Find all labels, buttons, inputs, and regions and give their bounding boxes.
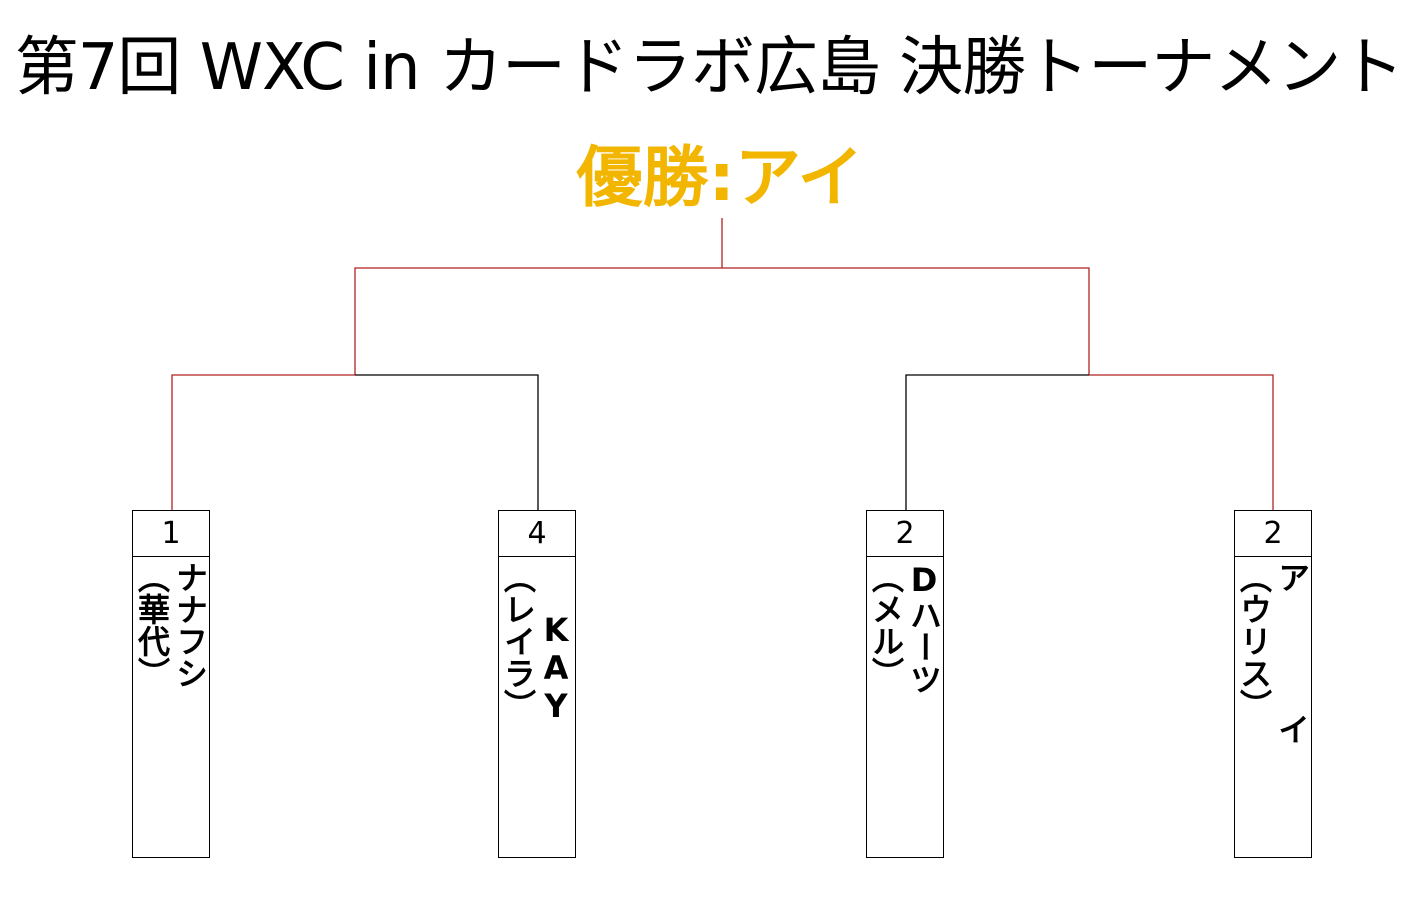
player-score: 4 — [499, 511, 575, 557]
final-line-loser — [722, 267, 1090, 375]
semi-left-loser-line — [355, 374, 539, 511]
player-card-2: 4 KAY ︵レイラ︶ — [498, 510, 576, 858]
page-title: 第7回 WXC in カードラボ広島 決勝トーナメント — [14, 31, 1405, 105]
player-team: ︵レイラ︶ — [499, 561, 537, 721]
player-card-1: 1 ナナフシ ︵華代︶ — [132, 510, 210, 858]
player-score: 1 — [133, 511, 209, 557]
player-team: ︵ウリス︶ — [1235, 561, 1273, 721]
final-line-winner — [354, 218, 723, 375]
player-team: ︵華代︶ — [133, 561, 171, 689]
player-name: ナナフシ — [171, 561, 209, 689]
player-card-3: 2 Dハーツ ︵メル︶ — [866, 510, 944, 858]
player-score: 2 — [1235, 511, 1311, 557]
player-score: 2 — [867, 511, 943, 557]
player-name: アイ — [1273, 561, 1311, 865]
semi-right-loser-line — [905, 374, 1089, 511]
player-card-4: 2 アイ ︵ウリス︶ — [1234, 510, 1312, 865]
player-name: KAY — [537, 611, 575, 725]
player-name: Dハーツ — [905, 561, 943, 695]
semi-left-winner-line — [171, 374, 355, 511]
champion-label: 優勝:アイ — [576, 139, 864, 216]
player-team: ︵メル︶ — [867, 561, 905, 689]
semi-right-winner-line — [1089, 374, 1274, 511]
